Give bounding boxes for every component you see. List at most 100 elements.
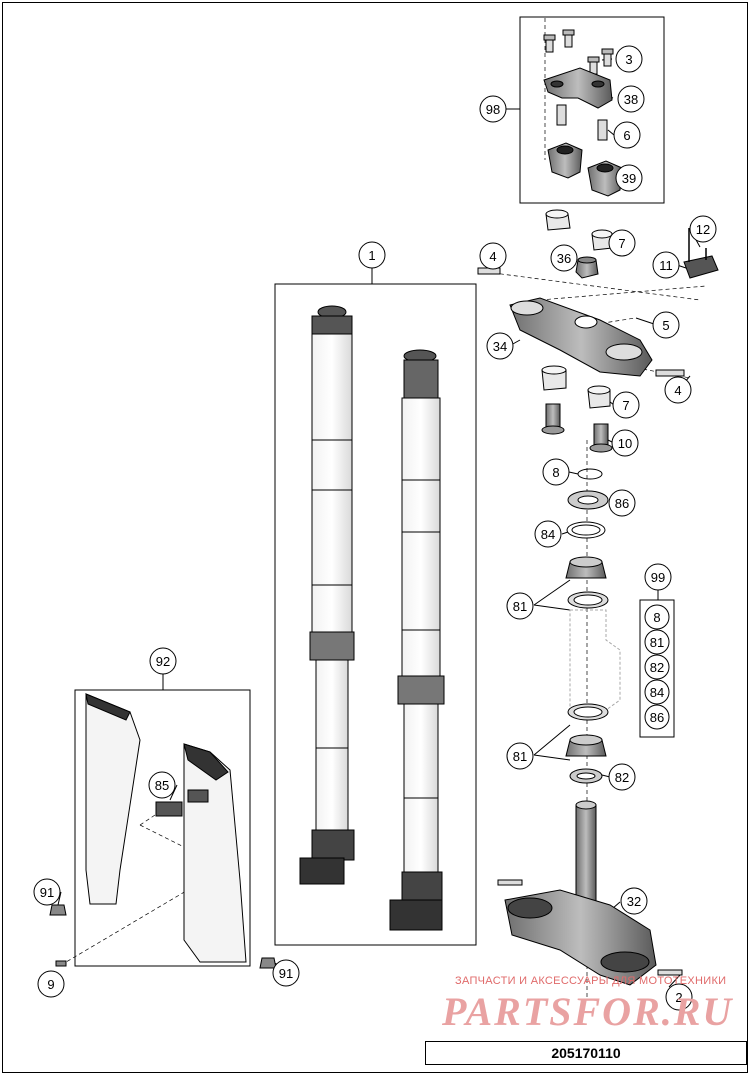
callout-11: 11 xyxy=(652,251,680,279)
callout-86: 86 xyxy=(608,489,636,517)
callout-7: 7 xyxy=(608,229,636,257)
callout-6: 6 xyxy=(613,121,641,149)
svg-text:86: 86 xyxy=(615,496,629,511)
svg-text:82: 82 xyxy=(615,770,629,785)
callout-12: 12 xyxy=(689,215,717,243)
callout-36: 36 xyxy=(550,244,578,272)
svg-text:81: 81 xyxy=(513,599,527,614)
callout-32: 32 xyxy=(620,887,648,915)
handlebar-clamp-lower xyxy=(587,160,623,197)
screw-91 xyxy=(259,957,277,969)
callout-8: 8 xyxy=(542,458,570,486)
callout-2: 2 xyxy=(665,983,693,1011)
kit-item-82: 82 xyxy=(644,654,670,680)
clamp-bolt xyxy=(556,104,567,126)
callout-91: 91 xyxy=(272,959,300,987)
callout-7: 7 xyxy=(612,391,640,419)
svg-text:92: 92 xyxy=(156,654,170,669)
callout-9: 9 xyxy=(37,970,65,998)
svg-text:34: 34 xyxy=(493,339,507,354)
svg-text:1: 1 xyxy=(368,248,375,263)
svg-text:99: 99 xyxy=(651,570,665,585)
svg-text:2: 2 xyxy=(675,990,682,1005)
lower-triple-clamp xyxy=(497,800,683,986)
guard-clip xyxy=(155,801,183,817)
svg-text:84: 84 xyxy=(541,527,555,542)
svg-text:98: 98 xyxy=(486,102,500,117)
callout-98: 98 xyxy=(479,95,507,123)
kit-item-8: 8 xyxy=(644,604,670,630)
svg-text:91: 91 xyxy=(279,966,293,981)
fork-assembly-box xyxy=(274,283,477,946)
svg-text:10: 10 xyxy=(618,436,632,451)
callout-10: 10 xyxy=(611,429,639,457)
screw-91 xyxy=(49,904,67,916)
callout-91: 91 xyxy=(33,878,61,906)
svg-text:7: 7 xyxy=(618,236,625,251)
svg-text:3: 3 xyxy=(625,52,632,67)
handlebar-clamp-top xyxy=(543,67,613,109)
callout-39: 39 xyxy=(615,164,643,192)
fork-protectors xyxy=(49,693,277,969)
kit-item-86: 86 xyxy=(644,704,670,730)
steering-head-ghost xyxy=(569,609,621,711)
svg-text:84: 84 xyxy=(650,685,664,700)
leader-lines xyxy=(57,58,701,988)
handlebar-clamp-group-box xyxy=(519,16,665,204)
svg-text:81: 81 xyxy=(650,635,664,650)
handlebar-clamp-lower xyxy=(547,142,583,179)
fork-protector-left xyxy=(85,693,141,905)
svg-text:7: 7 xyxy=(622,398,629,413)
callout-85: 85 xyxy=(148,771,176,799)
callout-82: 82 xyxy=(608,763,636,791)
cable-guide-bracket xyxy=(683,255,719,279)
callout-92: 92 xyxy=(149,647,177,675)
callout-5: 5 xyxy=(652,311,680,339)
callout-38: 38 xyxy=(617,85,645,113)
svg-text:85: 85 xyxy=(155,778,169,793)
svg-text:9: 9 xyxy=(47,977,54,992)
callout-4: 4 xyxy=(664,376,692,404)
callout-99: 99 xyxy=(644,563,672,591)
clamp-bolt xyxy=(597,119,608,141)
pinch-bolt xyxy=(655,369,685,377)
svg-text:12: 12 xyxy=(696,222,710,237)
callout-81: 81 xyxy=(506,742,534,770)
svg-text:4: 4 xyxy=(674,383,681,398)
o-ring xyxy=(577,468,603,480)
callout-3: 3 xyxy=(615,45,643,73)
svg-text:39: 39 xyxy=(622,171,636,186)
svg-text:8: 8 xyxy=(552,465,559,480)
callout-34: 34 xyxy=(486,332,514,360)
callouts: 98 3 38 6 39 12 7 1 4 36 11 5 34 4 7 10 … xyxy=(33,45,717,1011)
callout-4: 4 xyxy=(479,242,507,270)
kit-item-84: 84 xyxy=(644,679,670,705)
drawing-code: 205170110 xyxy=(551,1045,621,1061)
upper-triple-clamp-area xyxy=(477,209,719,453)
callout-81: 81 xyxy=(506,592,534,620)
svg-text:38: 38 xyxy=(624,92,638,107)
svg-text:6: 6 xyxy=(623,128,630,143)
svg-text:36: 36 xyxy=(557,251,571,266)
svg-text:82: 82 xyxy=(650,660,664,675)
kit-item-81: 81 xyxy=(644,629,670,655)
fork-leg-left xyxy=(299,305,355,885)
steering-bearings xyxy=(565,468,621,784)
handlebar-clamp-parts xyxy=(543,29,623,197)
callout-1: 1 xyxy=(358,241,386,269)
svg-text:91: 91 xyxy=(40,885,54,900)
svg-text:81: 81 xyxy=(513,749,527,764)
watermark-logo: PARTSFOR.RU xyxy=(442,989,734,1034)
svg-text:4: 4 xyxy=(489,249,496,264)
svg-text:86: 86 xyxy=(650,710,664,725)
svg-text:5: 5 xyxy=(662,318,669,333)
svg-text:11: 11 xyxy=(659,258,673,273)
callout-84: 84 xyxy=(534,520,562,548)
svg-text:8: 8 xyxy=(653,610,660,625)
drawing-code-box: 205170110 xyxy=(425,1041,747,1065)
fork-leg-right xyxy=(389,349,445,931)
bearing-kit-list-box xyxy=(639,599,675,738)
watermark-tagline: ЗАПЧАСТИ И АКСЕССУАРЫ ДЛЯ МОТОТЕХНИКИ xyxy=(455,975,727,987)
